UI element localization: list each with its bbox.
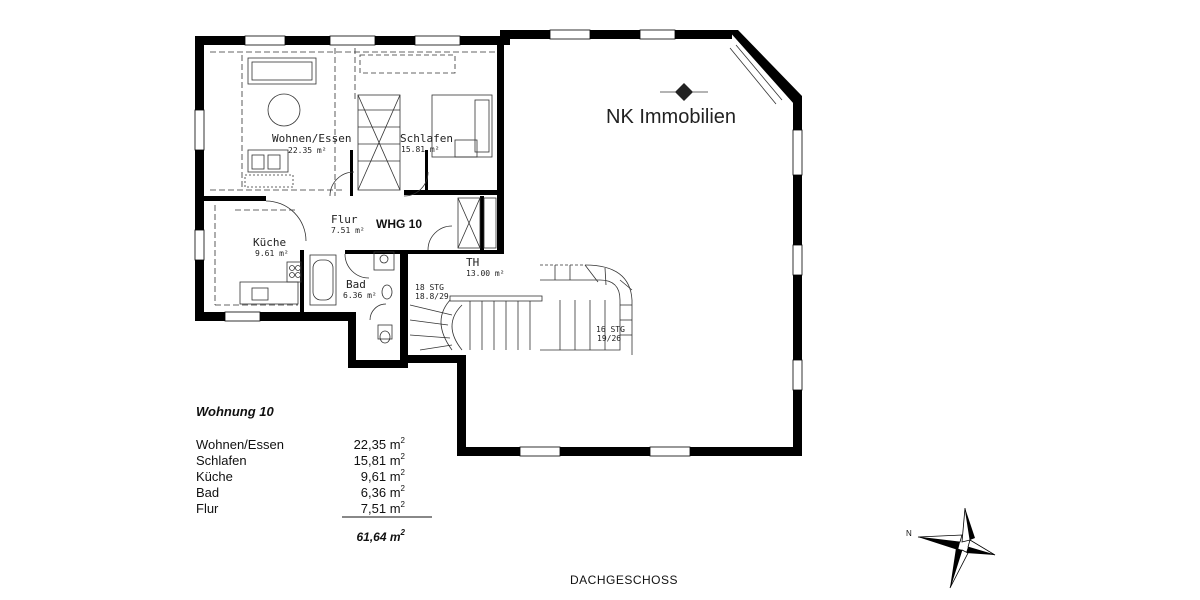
staircase-left: [409, 295, 543, 351]
brand-name: NK Immobilien: [606, 106, 736, 128]
room-label-bad: Bad: [346, 278, 366, 291]
legend-item-name: Wohnen/Essen: [196, 437, 284, 452]
staircase-right: [540, 264, 633, 355]
brand-logo: NK Immobilien: [606, 83, 736, 128]
legend-total: 61,64 m2: [357, 528, 406, 544]
legend-title: Wohnung 10: [196, 404, 275, 419]
room-area-schlafen: 15.81 m²: [401, 145, 440, 154]
furniture: [210, 44, 783, 344]
legend-item-value: 6,36 m2: [361, 484, 406, 500]
legend-item-value: 7,51 m2: [361, 500, 406, 516]
diamond-icon: [675, 83, 693, 101]
room-area-kueche: 9.61 m²: [255, 249, 289, 258]
room-label-wohnen: Wohnen/Essen: [272, 132, 351, 145]
room-label-flur: Flur: [331, 213, 358, 226]
interior-walls: [204, 45, 504, 354]
legend-item-name: Bad: [196, 485, 219, 500]
apartment-tag: WHG 10: [376, 217, 422, 231]
stair-left-steps: 18 STG: [415, 283, 444, 292]
room-label-schlafen: Schlafen: [400, 132, 453, 145]
stair-right-ratio: 19/26: [597, 334, 621, 343]
windows: [194, 29, 803, 457]
stair-right-steps: 16 STG: [596, 325, 625, 334]
room-label-th: TH: [466, 256, 479, 269]
legend-item-value: 15,81 m2: [354, 452, 406, 468]
legend-item-value: 22,35 m2: [354, 436, 406, 452]
legend-item-name: Flur: [196, 501, 219, 516]
stair-left-ratio: 18.8/29: [415, 292, 449, 301]
room-area-flur: 7.51 m²: [331, 226, 365, 235]
legend-item-name: Schlafen: [196, 453, 247, 468]
room-area-wohnen: 22.35 m²: [288, 146, 327, 155]
room-label-kueche: Küche: [253, 236, 286, 249]
floor-label: DACHGESCHOSS: [570, 573, 678, 587]
legend-item-value: 9,61 m2: [361, 468, 406, 484]
area-legend: Wohnung 10 Wohnen/Essen 22,35 m2 Schlafe…: [196, 404, 432, 544]
room-area-th: 13.00 m²: [466, 269, 505, 278]
legend-item-name: Küche: [196, 469, 233, 484]
compass-rose-icon: N: [906, 507, 996, 589]
room-area-bad: 6.36 m²: [343, 291, 377, 300]
compass-north-label: N: [906, 529, 912, 538]
